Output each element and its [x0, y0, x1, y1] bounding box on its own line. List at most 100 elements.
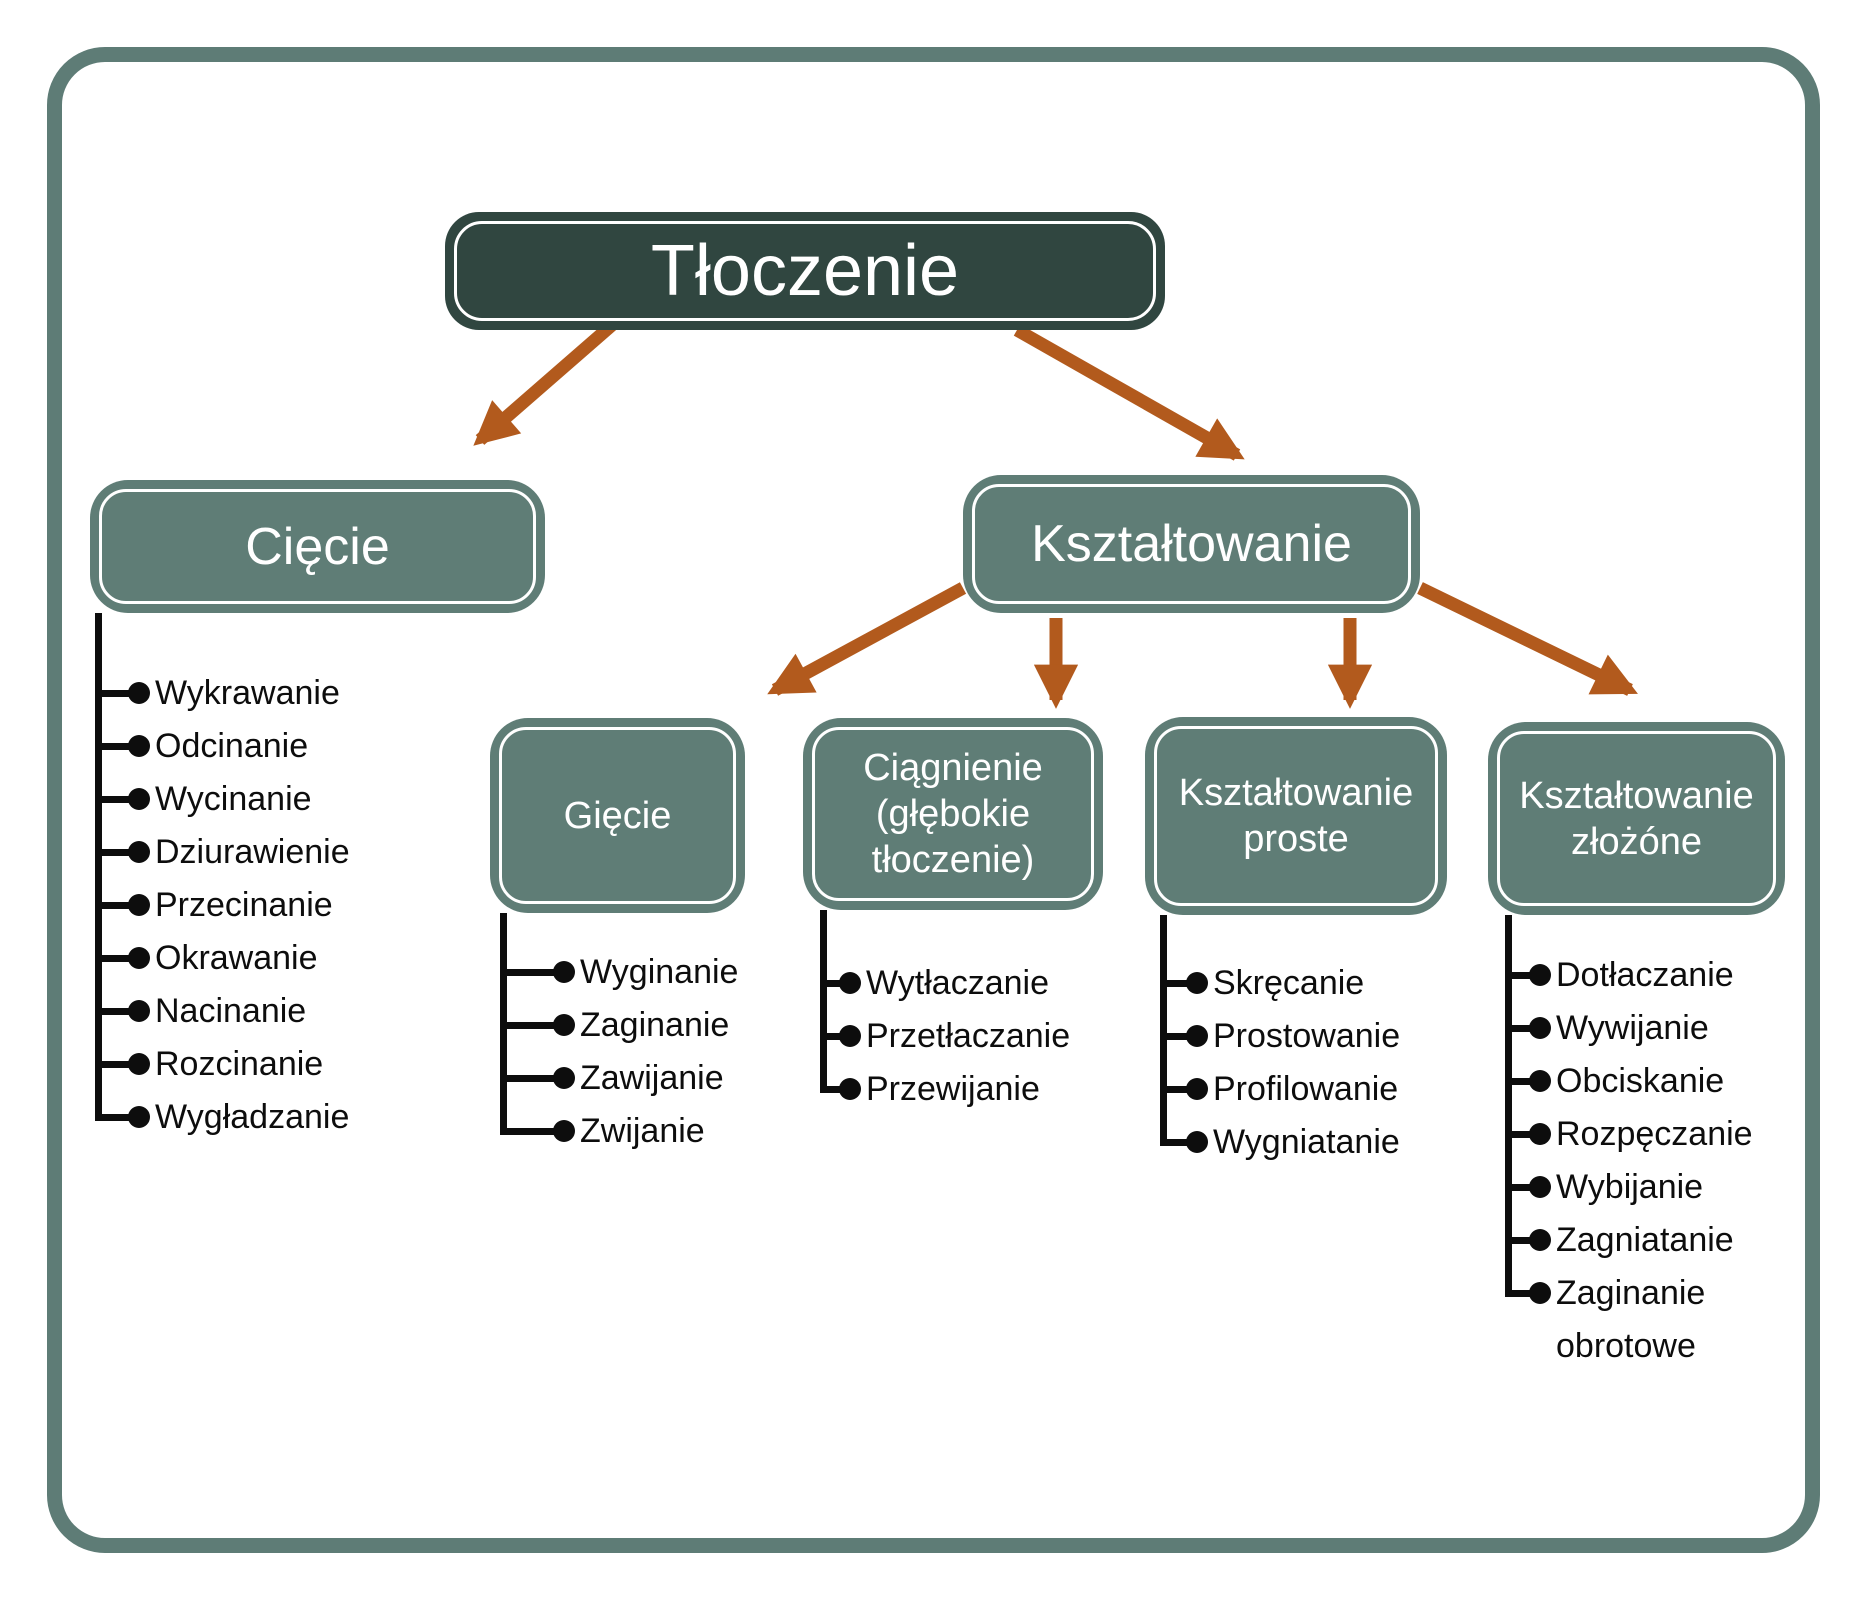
- list-item-label: Wybijanie: [1556, 1168, 1704, 1206]
- list-item: Przecinanie: [95, 879, 350, 932]
- node-tloczenie: Tłoczenie: [445, 212, 1165, 330]
- list-item: Wytłaczanie: [820, 957, 1070, 1010]
- connector-tick: [1160, 1086, 1187, 1093]
- connector-tick: [95, 955, 129, 962]
- node-ciecie: Cięcie: [90, 480, 545, 613]
- node-ciecie-label: Cięcie: [99, 489, 536, 604]
- list-item: Profilowanie: [1160, 1063, 1400, 1116]
- connector-tick: [1505, 1237, 1530, 1244]
- list-item: Odcinanie: [95, 720, 350, 773]
- connector-tick: [1505, 972, 1530, 979]
- list-item-label: Zawijanie: [580, 1059, 724, 1097]
- list-item-label: Przetłaczanie: [866, 1017, 1071, 1055]
- bullet-icon: [553, 1014, 575, 1036]
- connector-tick: [95, 1114, 129, 1121]
- list-item-label: Rozpęczanie: [1556, 1115, 1753, 1153]
- list-item-label: Prostowanie: [1213, 1017, 1401, 1055]
- bullet-icon: [1529, 1017, 1551, 1039]
- bullet-icon: [128, 1000, 150, 1022]
- list-item: Obciskanie: [1505, 1055, 1816, 1108]
- bullet-icon: [1529, 1070, 1551, 1092]
- list-item-label: Przecinanie: [155, 886, 333, 924]
- bullet-icon: [128, 682, 150, 704]
- outer-frame-border: [47, 47, 1820, 1553]
- connector-tick: [95, 1061, 129, 1068]
- list-item-label: Dziurawienie: [155, 833, 350, 871]
- list-item-label: Zaginanie: [580, 1006, 730, 1044]
- list-item-label: Zaginanie obrotowe: [1556, 1274, 1706, 1365]
- list-item: Zawijanie: [500, 1052, 738, 1105]
- list-item: Wybijanie: [1505, 1161, 1816, 1214]
- list-item-label: Nacinanie: [155, 992, 307, 1030]
- list-item-label: Profilowanie: [1213, 1070, 1399, 1108]
- connector-tick: [500, 1022, 554, 1029]
- bullet-icon: [128, 947, 150, 969]
- bullet-icon: [839, 1078, 861, 1100]
- bullet-icon: [128, 1053, 150, 1075]
- connector-tick: [1505, 1078, 1530, 1085]
- list-item: Wykrawanie: [95, 667, 350, 720]
- connector-tick: [1160, 980, 1187, 987]
- list-item: Prostowanie: [1160, 1010, 1400, 1063]
- bullet-icon: [128, 894, 150, 916]
- list-item: Zaginanie: [500, 999, 738, 1052]
- connector-tick: [95, 849, 129, 856]
- connector-tick: [1505, 1184, 1530, 1191]
- list-item: Rozpęczanie: [1505, 1108, 1816, 1161]
- connector-trunk: [1160, 915, 1167, 1145]
- connector-tick: [95, 902, 129, 909]
- node-giecie: Gięcie: [490, 718, 745, 913]
- list-item-label: Przewijanie: [866, 1070, 1040, 1108]
- bullet-icon: [553, 1120, 575, 1142]
- connector-tick: [95, 796, 129, 803]
- bullet-icon: [1186, 972, 1208, 994]
- connector-tick: [1160, 1033, 1187, 1040]
- connector-tick: [820, 1086, 840, 1093]
- list-item-label: Wygładzanie: [155, 1098, 350, 1136]
- connector-tick: [820, 1033, 840, 1040]
- list-item: Przetłaczanie: [820, 1010, 1070, 1063]
- connector-tick: [95, 690, 129, 697]
- list-item-label: Okrawanie: [155, 939, 318, 977]
- node-zlozone: Kształtowanie złożóne: [1488, 722, 1785, 915]
- bullet-icon: [1529, 1123, 1551, 1145]
- connector-trunk: [1505, 915, 1512, 1296]
- list-item: Zwijanie: [500, 1105, 738, 1158]
- list-item-label: Wygniatanie: [1213, 1123, 1400, 1161]
- list-item-label: Dotłaczanie: [1556, 956, 1734, 994]
- list-item: Zagniatanie: [1505, 1214, 1816, 1267]
- node-tloczenie-label: Tłoczenie: [454, 221, 1156, 321]
- list-item: Dziurawienie: [95, 826, 350, 879]
- connector-trunk: [95, 613, 102, 1120]
- connector-tick: [1505, 1025, 1530, 1032]
- connector-tick: [95, 743, 129, 750]
- node-ciagnienie: Ciągnienie (głębokie tłoczenie): [803, 718, 1103, 910]
- node-zlozone-label: Kształtowanie złożóne: [1497, 731, 1776, 906]
- list-item-label: Obciskanie: [1556, 1062, 1725, 1100]
- list-item: Nacinanie: [95, 985, 350, 1038]
- list-item: Okrawanie: [95, 932, 350, 985]
- list-item: Wycinanie: [95, 773, 350, 826]
- bullet-icon: [128, 735, 150, 757]
- connector-tick: [500, 1128, 554, 1135]
- bullet-icon: [128, 788, 150, 810]
- connector-tick: [1505, 1131, 1530, 1138]
- list-item-label: Skręcanie: [1213, 964, 1365, 1002]
- list-item-label: Zagniatanie: [1556, 1221, 1734, 1259]
- connector-tick: [95, 1008, 129, 1015]
- list-item-label: Wycinanie: [155, 780, 312, 818]
- node-proste: Kształtowanie proste: [1145, 717, 1447, 915]
- list-item: Dotłaczanie: [1505, 949, 1816, 1002]
- bullet-icon: [1186, 1078, 1208, 1100]
- list-item-label: Wytłaczanie: [866, 964, 1049, 1002]
- list-item: Rozcinanie: [95, 1038, 350, 1091]
- bullet-icon: [1186, 1025, 1208, 1047]
- node-ksztaltowanie-label: Kształtowanie: [972, 484, 1411, 604]
- bullet-icon: [1529, 964, 1551, 986]
- list-item: Wygładzanie: [95, 1091, 350, 1144]
- list-item-label: Wykrawanie: [155, 674, 340, 712]
- list-item-label: Wywijanie: [1556, 1009, 1709, 1047]
